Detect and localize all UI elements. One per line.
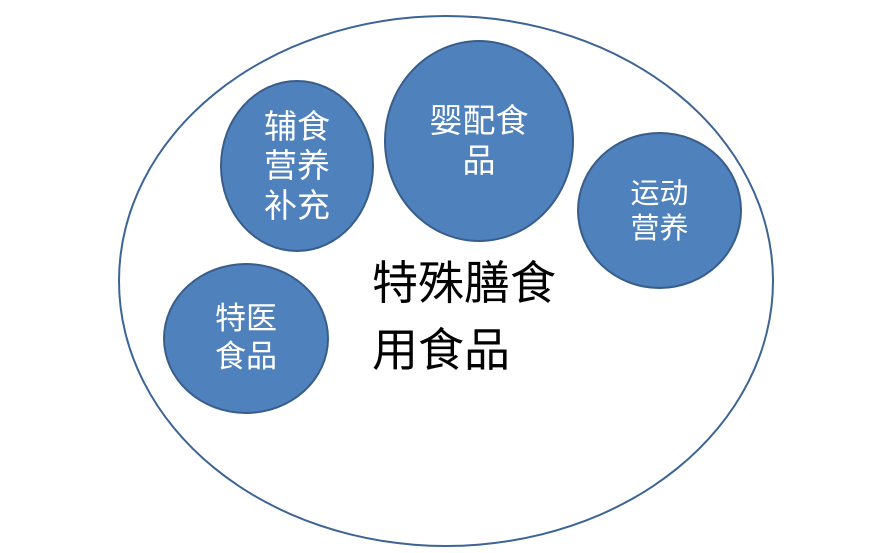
bubble-label: 辅食 营养 补充	[264, 106, 330, 225]
bubble-sports-nutrition: 运动 营养	[577, 132, 742, 289]
bubble-label: 运动 营养	[630, 175, 689, 245]
bubble-label: 特医 食品	[215, 301, 277, 375]
bubble-infant-formula: 婴配食 品	[384, 40, 574, 242]
bubble-label: 婴配食 品	[429, 101, 529, 180]
bubble-complementary-food-supplement: 辅食 营养 补充	[220, 80, 374, 252]
bubble-medical-food: 特医 食品	[163, 263, 329, 414]
center-title: 特殊膳食 用食品	[372, 256, 556, 377]
